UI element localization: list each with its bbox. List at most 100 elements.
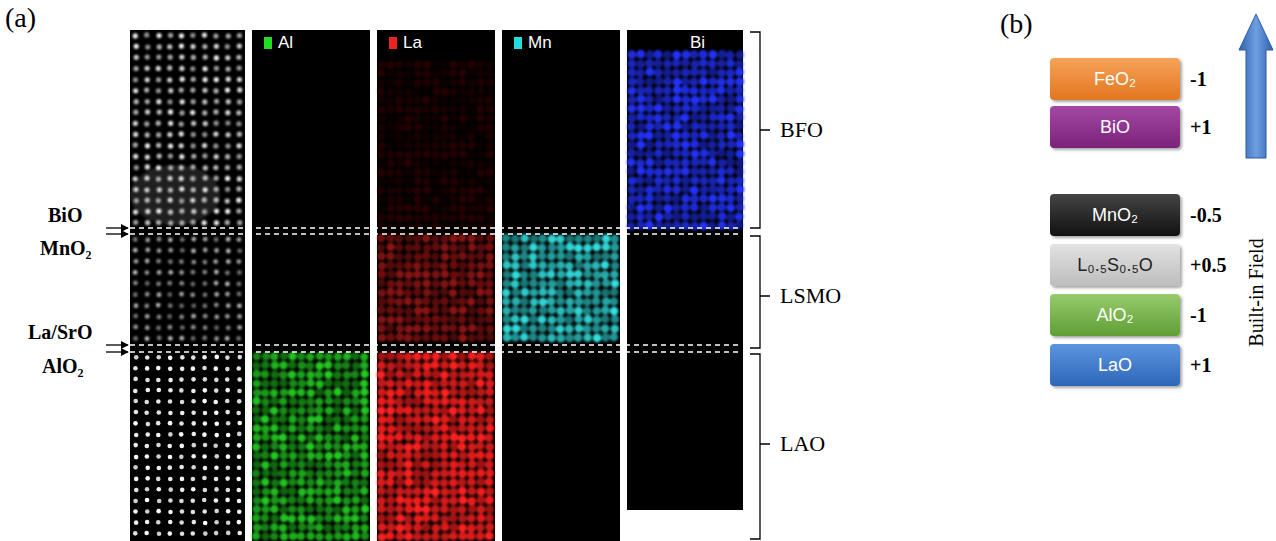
atom-dot <box>134 99 139 104</box>
atom-dot <box>717 122 726 131</box>
atom-dot <box>449 186 457 194</box>
atom-dot <box>168 356 173 361</box>
atom-dot <box>485 523 494 532</box>
atom-dot <box>395 235 403 243</box>
atom-dot <box>467 169 475 177</box>
atom-dot <box>458 415 467 424</box>
atom-dot <box>449 415 458 424</box>
atom-dot <box>270 523 278 531</box>
atom-dot <box>699 113 708 122</box>
atom-dot <box>179 455 184 460</box>
atom-dot <box>270 415 278 423</box>
atom-dot <box>654 131 663 140</box>
atom-dot <box>691 104 700 113</box>
atom-dot <box>413 424 422 433</box>
atom-dot <box>467 397 476 406</box>
atom-dot <box>414 177 422 185</box>
atom-dot <box>690 176 699 185</box>
atom-dot <box>237 132 242 137</box>
atom-dot <box>252 443 260 451</box>
atom-dot <box>352 460 360 468</box>
atom-dot <box>360 514 368 522</box>
atom-dot <box>476 398 485 407</box>
atom-dot <box>440 315 448 323</box>
atom-dot <box>226 303 231 308</box>
atom-dot <box>387 196 395 204</box>
atom-dot <box>404 352 413 361</box>
atom-dot <box>708 87 717 96</box>
atom-dot <box>432 69 440 77</box>
atom-dot <box>431 289 439 297</box>
atom-dot <box>468 324 476 332</box>
atom-dot <box>386 496 395 505</box>
atom-dot <box>396 159 404 167</box>
atom-dot <box>191 432 196 437</box>
atom-dot <box>225 209 230 214</box>
atom-dot <box>288 478 296 486</box>
atom-dot <box>627 86 636 95</box>
atom-dot <box>404 325 412 333</box>
atom-dot <box>467 478 476 487</box>
atom-dot <box>351 505 359 513</box>
atom-dot <box>271 361 279 369</box>
atom-dot <box>486 79 494 87</box>
atom-dot <box>645 186 654 195</box>
layer-name: AlO₂ <box>42 355 84 378</box>
atom-dot <box>156 421 161 426</box>
atom-dot <box>663 86 672 95</box>
atom-dot <box>404 141 412 149</box>
atom-dot <box>592 243 601 252</box>
atom-dot <box>386 362 395 371</box>
atom-dot <box>214 477 219 482</box>
atom-dot <box>360 361 368 369</box>
atom-dot <box>343 407 351 415</box>
atom-dot <box>717 149 726 158</box>
atom-dot <box>225 399 230 404</box>
atom-dot <box>468 361 477 370</box>
atom-dot <box>467 388 476 397</box>
atom-dot <box>298 443 306 451</box>
atom-dot <box>226 249 231 254</box>
atom-dot <box>146 422 151 427</box>
atom-dot <box>440 195 448 203</box>
atom-dot <box>351 407 359 415</box>
atom-dot <box>156 121 161 126</box>
atom-dot <box>343 371 351 379</box>
atom-dot <box>431 505 440 514</box>
atom-dot <box>691 122 700 131</box>
atom-dot <box>432 87 440 95</box>
atom-dot <box>422 470 431 479</box>
atom-dot <box>297 460 305 468</box>
atom-dot <box>708 68 717 77</box>
atom-dot <box>502 243 511 252</box>
atom-dot <box>467 106 475 114</box>
atom-dot <box>226 433 231 438</box>
atom-dot <box>476 333 484 341</box>
atom-dot <box>708 158 717 167</box>
atom-dot <box>214 378 219 383</box>
atom-dot <box>423 397 432 406</box>
atom-dot <box>156 77 161 82</box>
atom-dot <box>202 132 207 137</box>
atom-dot <box>190 66 195 71</box>
atom-dot <box>726 77 735 86</box>
atom-dot <box>476 478 485 487</box>
atom-dot <box>289 469 297 477</box>
atom-dot <box>387 88 395 96</box>
atom-dot <box>297 532 305 540</box>
atom-dot <box>386 142 394 150</box>
atom-dot <box>431 105 439 113</box>
layer-bracket <box>750 32 770 228</box>
atom-dot <box>378 205 386 213</box>
atom-dot <box>226 509 231 514</box>
atom-dot <box>422 424 431 433</box>
atom-dot <box>476 424 485 433</box>
atom-dot <box>213 143 218 148</box>
atom-dot <box>180 325 185 330</box>
atom-dot <box>315 497 323 505</box>
atom-dot <box>431 324 439 332</box>
atom-dot <box>361 505 369 513</box>
atom-dot <box>377 370 386 379</box>
atom-dot <box>726 213 735 222</box>
